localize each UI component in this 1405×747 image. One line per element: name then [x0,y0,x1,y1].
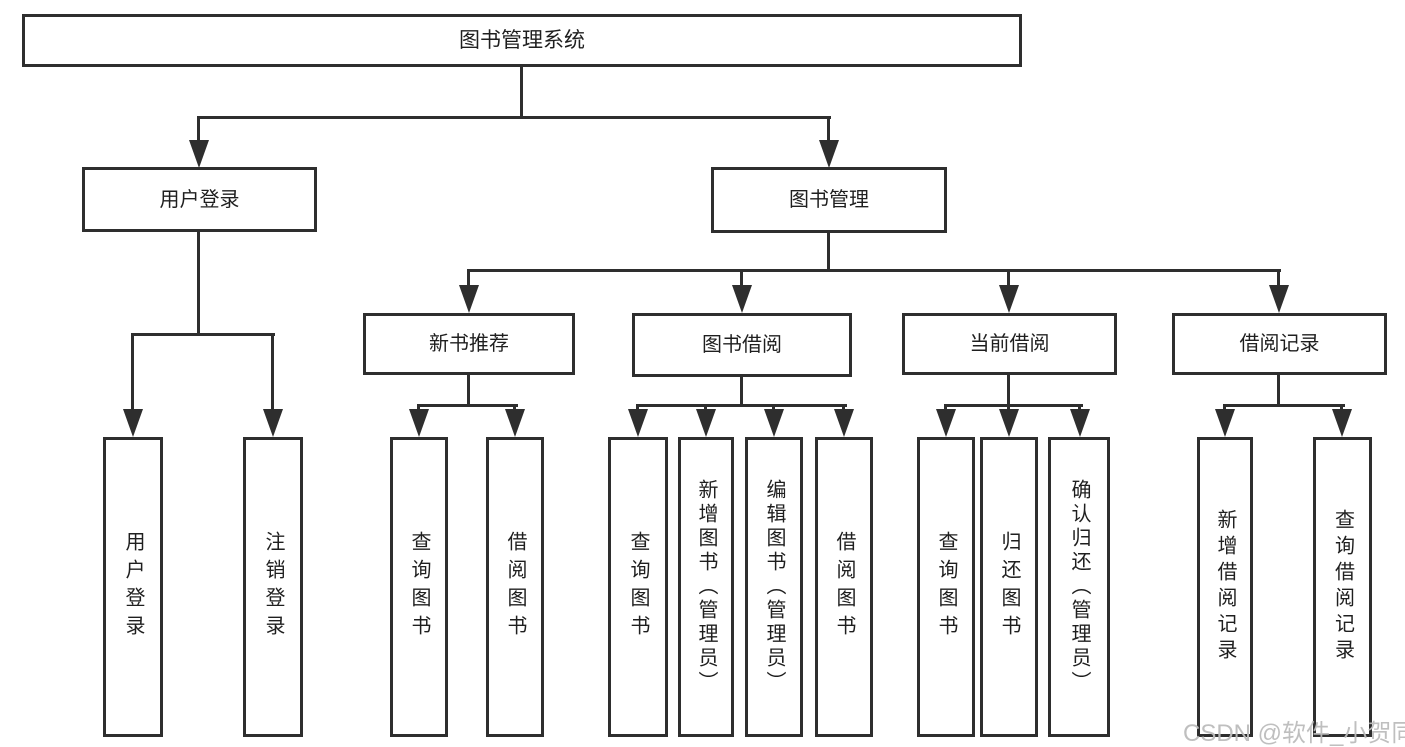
node-book-borrow: 图书借阅 [632,313,852,377]
node-label: 编辑图书（管理员） [763,479,785,695]
arrowhead-icon [1215,409,1235,437]
node-leaf-bb-add: 新增图书（管理员） [678,437,734,737]
node-label: 借阅图书 [833,531,855,643]
connector-current-borrow-stub [1007,375,1010,406]
connector-current-borrow-rail [944,404,1083,407]
connector-stem-new-book [467,269,470,289]
arrowhead-icon [764,409,784,437]
arrowhead-icon [936,409,956,437]
connector-book-borrow-stub [740,377,743,406]
arrowhead-icon [999,409,1019,437]
arrowhead-icon [732,285,752,313]
node-current-borrow: 当前借阅 [902,313,1117,375]
arrowhead-icon [123,409,143,437]
arrowhead-icon [696,409,716,437]
connector-level2-rail [467,269,1281,272]
node-label: 图书管理系统 [459,28,585,52]
arrowhead-icon [1332,409,1352,437]
node-leaf-br-query: 查询借阅记录 [1313,437,1372,737]
node-label: 新书推荐 [429,333,509,355]
connector-level1-rail [197,116,831,119]
node-user-login: 用户登录 [82,167,317,232]
node-label: 注销登录 [262,531,284,643]
node-label: 借阅图书 [504,531,526,643]
node-leaf-nb-query: 查询图书 [390,437,448,737]
node-label: 查询借阅记录 [1331,509,1354,665]
node-leaf-bb-edit: 编辑图书（管理员） [745,437,803,737]
node-label: 用户登录 [122,531,144,643]
connector-borrow-record-rail [1223,404,1345,407]
node-leaf-bb-borrow: 借阅图书 [815,437,873,737]
arrowhead-icon [819,140,839,168]
node-leaf-cb-return: 归还图书 [980,437,1038,737]
node-label: 查询图书 [935,531,957,643]
node-leaf-nb-borrow: 借阅图书 [486,437,544,737]
connector-new-book-rail [417,404,518,407]
node-label: 确认归还（管理员） [1068,479,1090,695]
node-label: 归还图书 [998,531,1020,643]
connector-new-book-stub [467,375,470,406]
connector-user-login-stub [197,232,200,336]
node-label: 当前借阅 [969,333,1050,355]
node-label: 借阅记录 [1239,333,1320,355]
connector-stem-user-login [197,116,200,142]
node-label: 查询图书 [627,531,649,643]
connector-user-login-rail [131,333,275,336]
arrowhead-icon [999,285,1019,313]
node-label: 用户登录 [159,188,240,211]
arrowhead-icon [409,409,429,437]
node-new-book: 新书推荐 [363,313,575,375]
connector-book-borrow-rail [636,404,847,407]
connector-stem-current-borrow [1007,269,1010,289]
arrowhead-icon [834,409,854,437]
node-leaf-br-add: 新增借阅记录 [1197,437,1253,737]
node-label: 新增借阅记录 [1214,509,1236,665]
connector-stem-book-mgmt [827,116,830,142]
arrowhead-icon [263,409,283,437]
arrowhead-icon [189,140,209,168]
arrowhead-icon [459,285,479,313]
arrowhead-icon [1070,409,1090,437]
node-leaf-bb-query: 查询图书 [608,437,668,737]
node-leaf-cb-confirm: 确认归还（管理员） [1048,437,1110,737]
node-label: 图书管理 [789,189,869,211]
node-borrow-record: 借阅记录 [1172,313,1387,375]
arrowhead-icon [1269,285,1289,313]
connector-book-mgmt-stub [827,233,830,272]
node-label: 图书借阅 [702,334,782,356]
node-system-root: 图书管理系统 [22,14,1022,67]
node-label: 查询图书 [408,531,430,643]
arrowhead-icon [505,409,525,437]
connector-stem-book-borrow [740,269,743,289]
connector-stem-leaf-logout [271,333,274,411]
node-book-mgmt: 图书管理 [711,167,947,233]
connector-root-stub [520,67,523,118]
connector-stem-leaf-user-login [131,333,134,411]
node-leaf-cb-query: 查询图书 [917,437,975,737]
connector-stem-borrow-record [1277,269,1280,289]
connector-borrow-record-stub [1277,375,1280,406]
node-leaf-user-login: 用户登录 [103,437,163,737]
arrowhead-icon [628,409,648,437]
csdn-watermark: CSDN @软件_小贺同学 [1183,720,1405,747]
node-leaf-logout: 注销登录 [243,437,303,737]
node-label: 新增图书（管理员） [695,479,717,695]
